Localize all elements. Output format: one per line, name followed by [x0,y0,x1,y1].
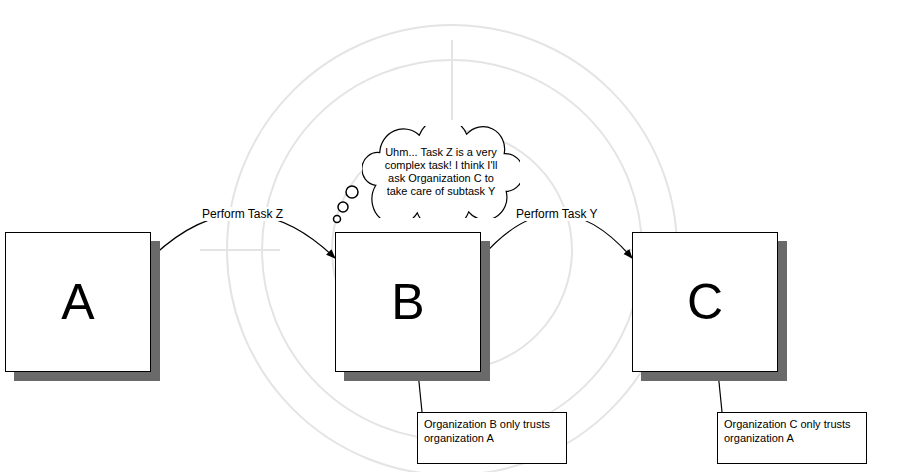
leader-line [418,372,422,412]
organization-box: B [335,232,481,372]
organization-box: A [5,232,151,372]
callout-note: Organization C only trusts organization … [717,412,867,464]
box-letter: A [61,273,94,331]
note-text: Organization B only trusts organization … [424,418,560,446]
edge-label: Perform Task Z [199,207,286,221]
box-letter: B [391,273,424,331]
edge-label: Perform Task Y [513,207,601,221]
thought-bubbles [334,186,359,223]
note-text: Organization C only trusts organization … [724,418,860,446]
thought-text: Uhm... Task Z is a very complex task! I … [382,146,500,199]
box-letter: C [687,273,723,331]
leader-line [718,372,722,412]
callout-note: Organization B only trusts organization … [417,412,567,464]
organization-box: C [632,232,778,372]
thought-cloud: Uhm... Task Z is a very complex task! I … [362,126,520,218]
